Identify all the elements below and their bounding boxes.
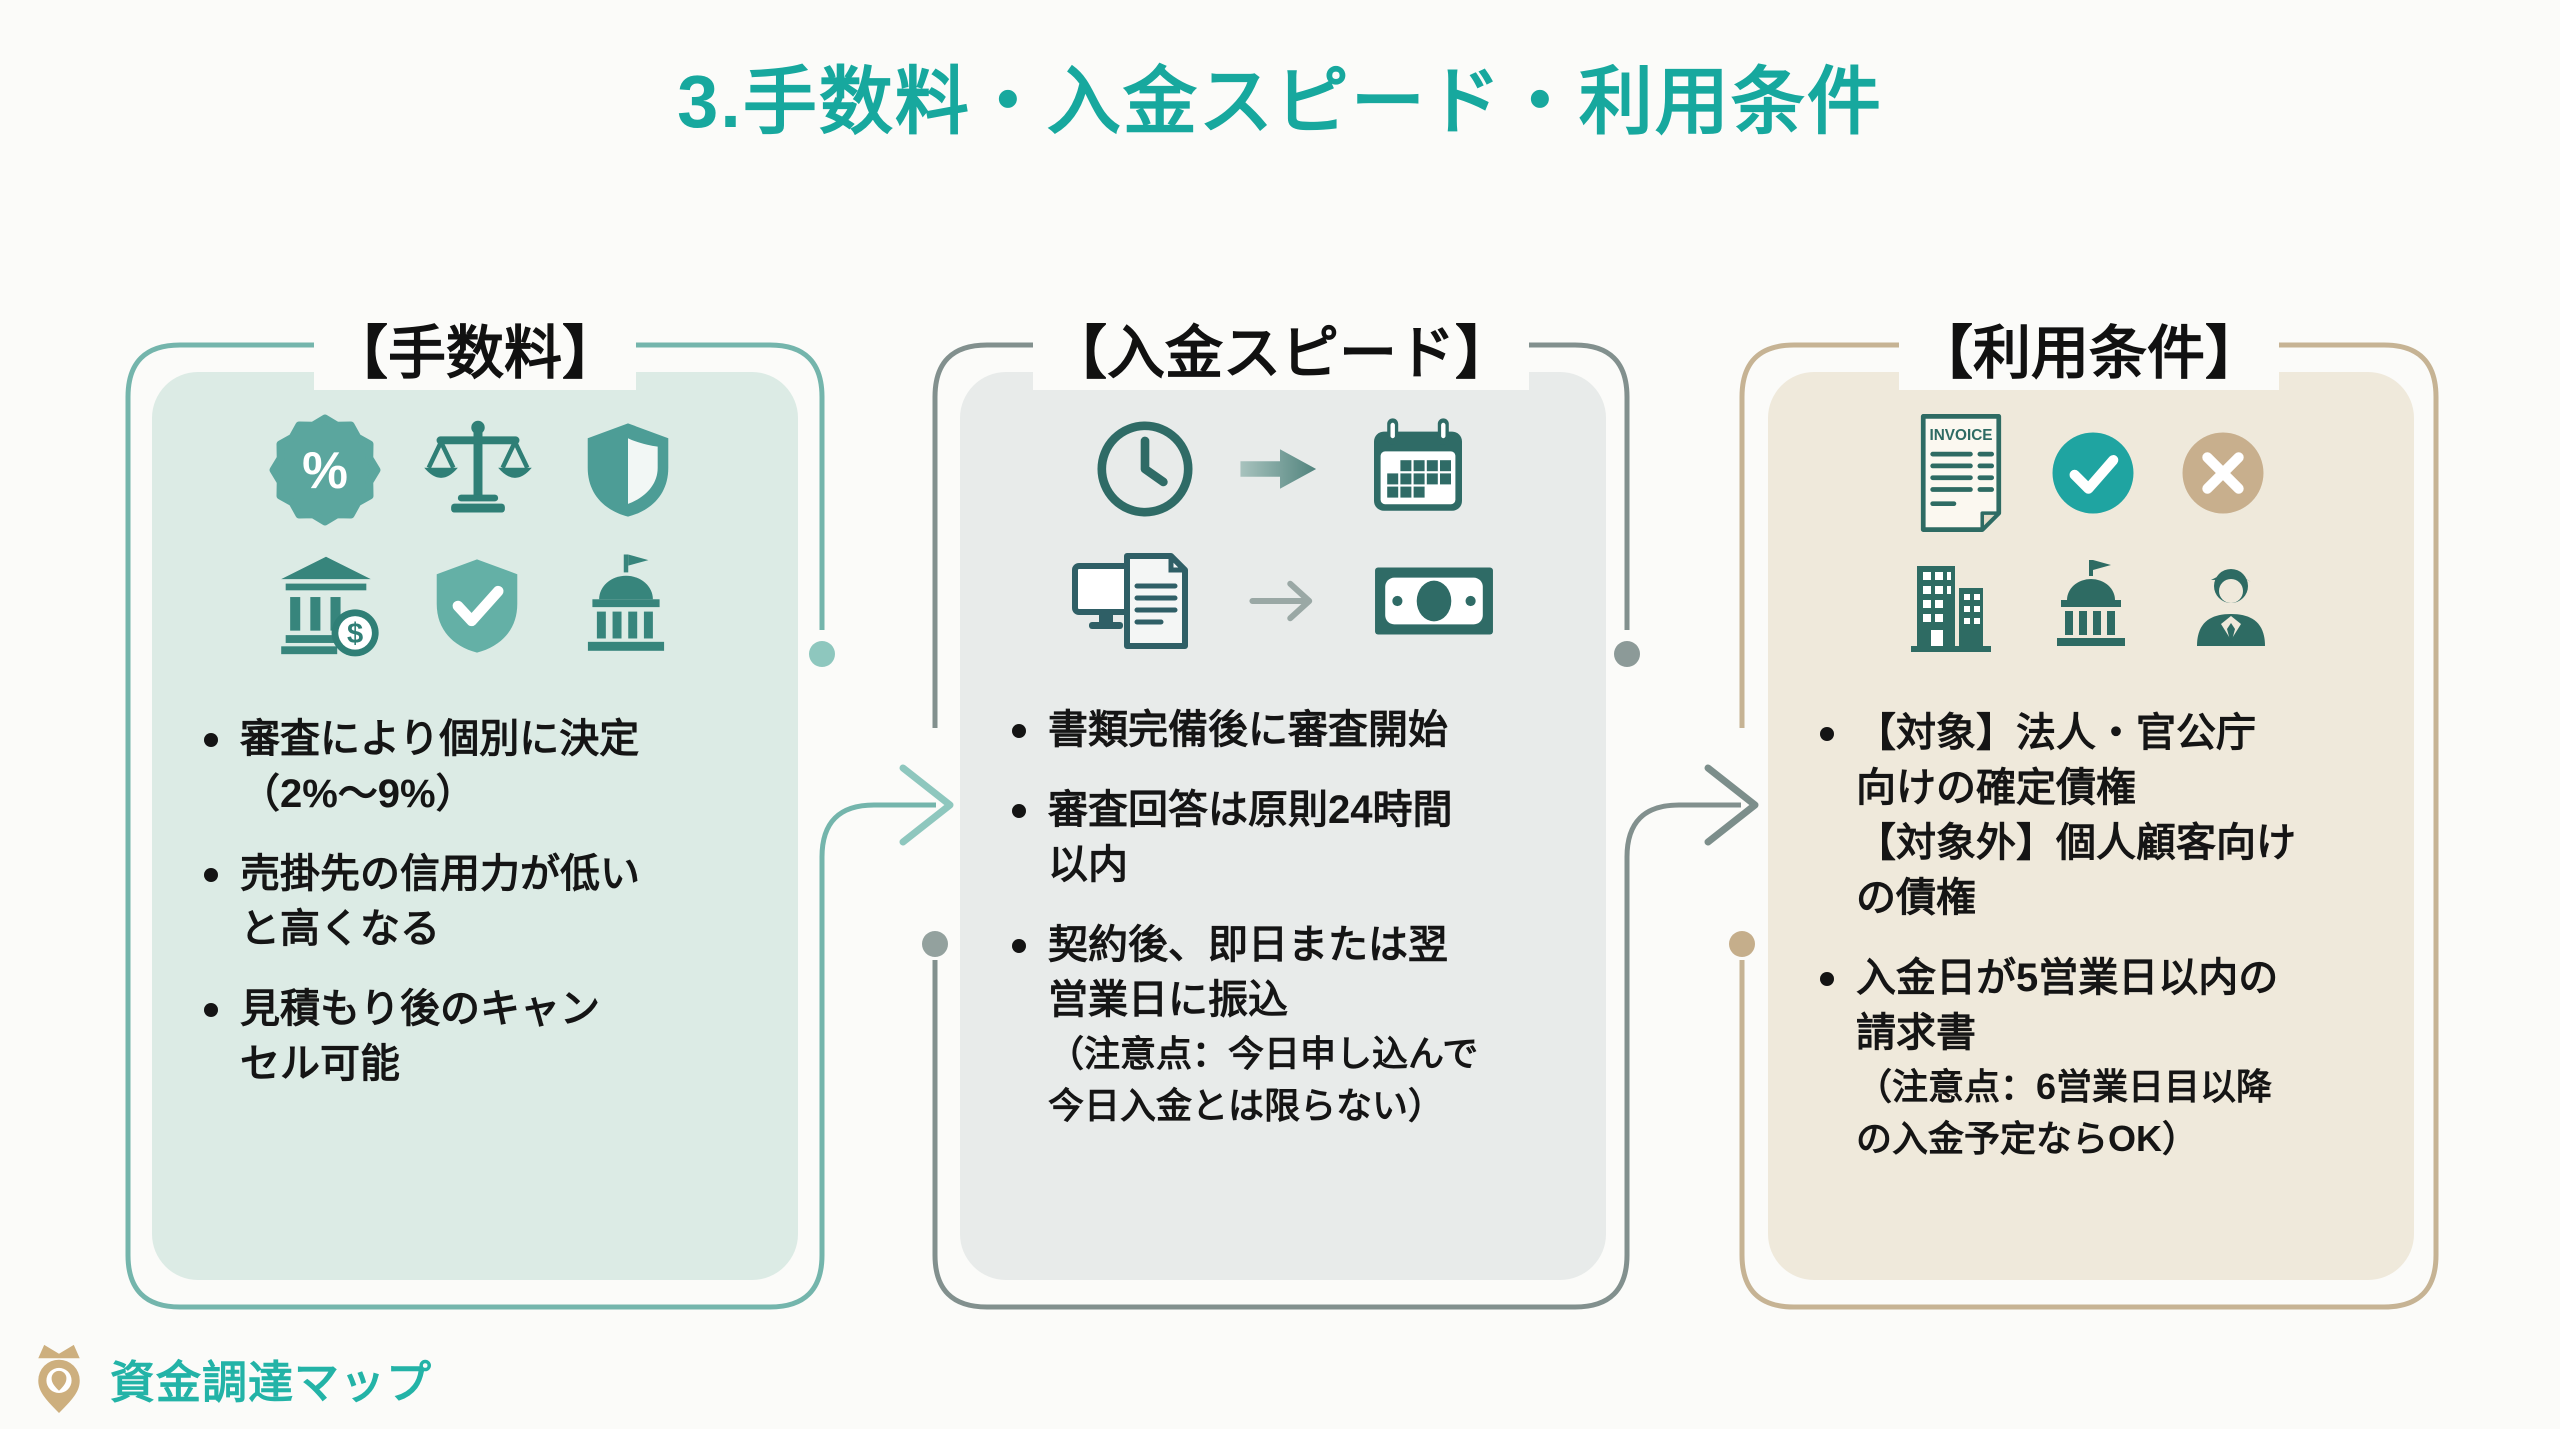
bullet-item: 入金日が5営業日以内の 請求書 （注意点：6営業日目以降 の入金予定ならOK）: [1820, 951, 2384, 1165]
conditions-panel-heading: 【利用条件】: [1898, 306, 2280, 390]
percent-badge-icon: %: [269, 414, 381, 526]
brand-logo: 資金調達マップ: [22, 1336, 432, 1421]
businessman-icon: [2181, 556, 2281, 656]
shield-check-icon: [424, 550, 530, 662]
fees-panel-heading: 【手数料】: [313, 306, 637, 390]
conditions-outline-left-dot: [1729, 931, 1755, 957]
check-circle-icon: [2047, 427, 2139, 519]
bullet-item: 審査により個別に決定 （2%〜9%）: [204, 712, 768, 822]
bullet-item: 契約後、即日または翌 営業日に振込 （注意点：今日申し込んで 今日入金とは限らな…: [1012, 918, 1576, 1132]
balance-scale-icon: [419, 414, 537, 526]
bullet-dot: [1012, 724, 1026, 738]
fees-icon-row-2: $: [266, 550, 684, 662]
bullet-dot: [1012, 804, 1026, 818]
conditions-icon-row-1: INVOICE: [1913, 414, 2269, 532]
thin-arrow-icon: [1249, 574, 1335, 628]
bullet-item: 【対象】法人・官公庁 向けの確定債権 【対象外】個人顧客向け の債権: [1820, 706, 2384, 926]
shield-half-icon: [575, 414, 681, 526]
conditions-icon-row-2: [1901, 556, 2281, 656]
office-building-icon: [1901, 556, 2001, 656]
conditions-bullet-list: 【対象】法人・官公庁 向けの確定債権 【対象外】個人顧客向け の債権 入金日が5…: [1820, 706, 2384, 1165]
calendar-icon: [1361, 414, 1475, 524]
fees-icon-row-1: %: [269, 414, 681, 526]
fees-outline-end-dot: [809, 641, 835, 667]
speed-icon-row-1: [1091, 414, 1475, 524]
bullet-item: 見積もり後のキャン セル可能: [204, 982, 768, 1092]
speed-panel-heading: 【入金スピード】: [1032, 306, 1530, 390]
flow-arrow-icon: [1237, 438, 1323, 500]
fees-panel: %: [152, 372, 798, 1280]
bullet-item: 売掛先の信用力が低い と高くなる: [204, 847, 768, 957]
conditions-panel: INVOICE: [1768, 372, 2414, 1280]
brand-name: 資金調達マップ: [110, 1357, 433, 1408]
svg-text:%: %: [302, 441, 348, 499]
arrow-speed-to-conditions-icon: [1704, 764, 1759, 846]
bullet-dot: [1820, 972, 1834, 986]
crown-map-pin-icon: [22, 1336, 96, 1421]
bullet-dot: [204, 733, 218, 747]
bullet-dot: [1012, 939, 1026, 953]
page-title: 3.手数料・入金スピード・利用条件: [677, 60, 1883, 143]
invoice-document-icon: INVOICE: [1913, 414, 2009, 532]
government-building-icon: [568, 550, 684, 662]
speed-icon-row-2: [1071, 548, 1495, 653]
speed-bullet-list: 書類完備後に審査開始 審査回答は原則24時間 以内 契約後、即日または翌 営業日…: [1012, 703, 1576, 1132]
bullet-item: 審査回答は原則24時間 以内: [1012, 783, 1576, 893]
arrow-fees-to-speed-icon: [899, 764, 954, 846]
clock-icon: [1091, 415, 1199, 523]
speed-outline-right-dot: [1614, 641, 1640, 667]
bullet-item: 書類完備後に審査開始: [1012, 703, 1576, 758]
speed-panel: 書類完備後に審査開始 審査回答は原則24時間 以内 契約後、即日または翌 営業日…: [960, 372, 1606, 1280]
bullet-dot: [1820, 727, 1834, 741]
x-circle-icon: [2177, 427, 2269, 519]
fees-icons: %: [152, 372, 798, 662]
svg-text:$: $: [347, 618, 363, 650]
banknote-icon: [1373, 561, 1495, 641]
speed-icons: [960, 372, 1606, 653]
government-building-icon: [2039, 556, 2143, 656]
speed-outline-left-dot: [922, 931, 948, 957]
monitor-document-icon: [1071, 548, 1211, 653]
fees-bullet-list: 審査により個別に決定 （2%〜9%） 売掛先の信用力が低い と高くなる 見積もり…: [204, 712, 768, 1092]
conditions-icons: INVOICE: [1768, 372, 2414, 656]
bullet-dot: [204, 1003, 218, 1017]
bank-dollar-icon: $: [266, 550, 386, 662]
bullet-dot: [204, 868, 218, 882]
invoice-label: INVOICE: [1929, 427, 1992, 444]
